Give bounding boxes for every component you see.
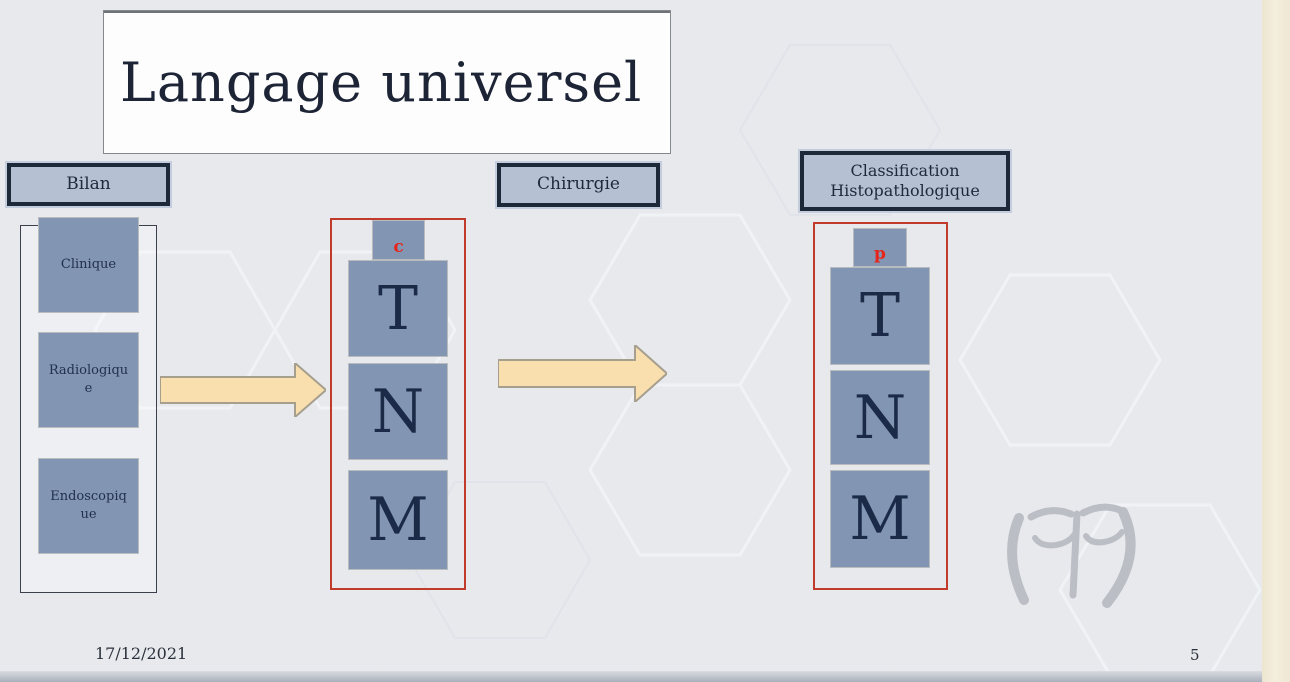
bilan-item-endoscopique: Endoscopique — [38, 458, 139, 554]
tnm-letter-label: T — [859, 281, 901, 351]
tnm-letter-label: N — [853, 382, 907, 453]
tnm-letter-label: M — [849, 484, 911, 554]
tnm-letter-label: N — [371, 376, 425, 447]
tnm-letter-t: T — [348, 260, 448, 357]
header-bilan-label: Bilan — [66, 173, 111, 194]
tnm-letter-label: T — [377, 273, 419, 344]
tnm-stack-pathological — [813, 222, 948, 590]
tnm-letter-m: M — [830, 470, 930, 568]
stage-prefix-box-pathological: p — [853, 228, 907, 267]
tnm-letter-n: N — [830, 370, 930, 465]
stage-prefix-letter: c — [393, 237, 404, 257]
header-chirurgie: Chirurgie — [495, 161, 662, 209]
title-box: Langage universel — [103, 10, 671, 154]
stage-prefix-box-clinical: c — [372, 220, 425, 260]
stage-prefix-letter: p — [874, 244, 886, 264]
bottom-edge-strip — [0, 671, 1262, 682]
page-number: 5 — [1190, 646, 1200, 664]
header-chirurgie-label: Chirurgie — [537, 174, 620, 195]
bilan-item-label: Endoscopique — [50, 489, 127, 522]
right-arrow-icon — [160, 363, 326, 417]
face-logo-watermark — [1007, 503, 1136, 608]
header-bilan: Bilan — [5, 161, 172, 208]
tnm-letter-label: M — [367, 485, 429, 555]
tnm-stack-clinical — [330, 218, 466, 590]
header-classification: Classification Histopathologique — [798, 149, 1012, 213]
tnm-letter-m: M — [348, 470, 448, 570]
right-arrow-icon — [498, 345, 667, 402]
page-title: Langage universel — [120, 50, 643, 114]
bilan-item-label: Clinique — [60, 257, 117, 273]
right-edge-strip — [1262, 0, 1290, 682]
slide-date: 17/12/2021 — [95, 644, 188, 663]
header-classification-label: Classification Histopathologique — [830, 161, 980, 200]
bilan-item-label: Radiologique — [48, 363, 129, 396]
tnm-letter-n: N — [348, 363, 448, 460]
bilan-item-radiologique: Radiologique — [38, 332, 139, 428]
bilan-item-clinique: Clinique — [38, 217, 139, 313]
tnm-letter-t: T — [830, 267, 930, 365]
